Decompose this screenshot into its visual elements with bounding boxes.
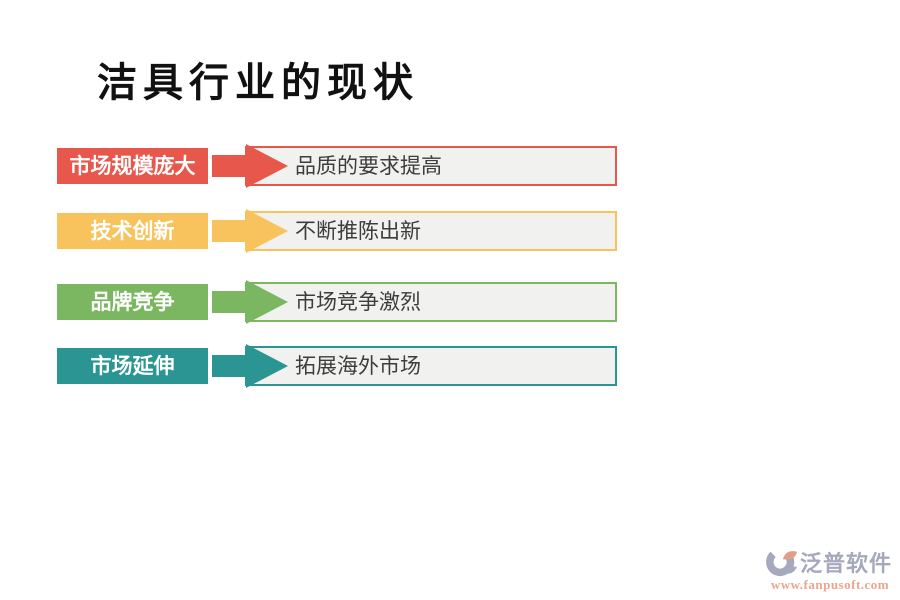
description-text: 品质的要求提高 [295, 154, 442, 178]
description-text: 市场竞争激烈 [295, 290, 421, 314]
description-box: 不断推陈出新 [245, 211, 617, 251]
description-text: 不断推陈出新 [295, 219, 421, 243]
category-label: 市场规模庞大 [57, 148, 208, 184]
description-box: 市场竞争激烈 [245, 282, 617, 322]
category-label: 品牌竞争 [57, 284, 208, 320]
brand-name: 泛普软件 [800, 551, 893, 576]
description-box: 拓展海外市场 [245, 346, 617, 386]
diagram-row-market-scale: 品质的要求提高 市场规模庞大 [0, 144, 900, 188]
description-text: 拓展海外市场 [295, 354, 421, 378]
arrow-stem [212, 155, 250, 177]
diagram-row-market-extension: 拓展海外市场 市场延伸 [0, 344, 900, 388]
fanpu-logo-icon [766, 547, 797, 577]
arrow-stem [212, 355, 250, 377]
description-box: 品质的要求提高 [245, 146, 617, 186]
arrow-stem [212, 291, 250, 313]
diagram-row-tech-innovation: 不断推陈出新 技术创新 [0, 209, 900, 253]
watermark: 泛普软件 www.fanpusoft.com [766, 546, 894, 593]
arrow-stem [212, 220, 250, 242]
website-url: www.fanpusoft.com [770, 577, 890, 592]
category-label: 市场延伸 [57, 348, 208, 384]
page-title: 洁具行业的现状 [97, 60, 419, 105]
category-label: 技术创新 [57, 213, 208, 249]
diagram-row-brand-competition: 市场竞争激烈 品牌竞争 [0, 280, 900, 324]
